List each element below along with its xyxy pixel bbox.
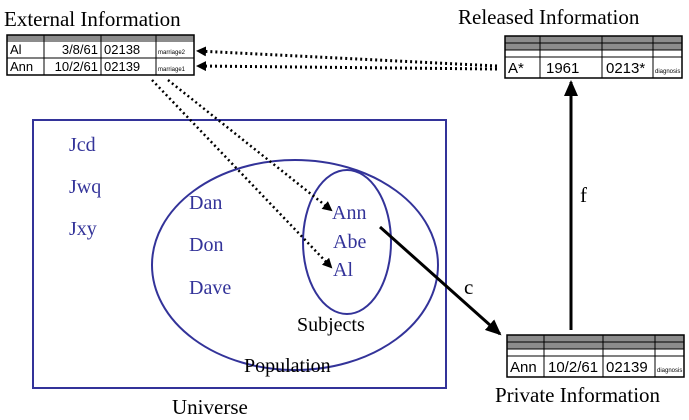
universe-name-jwq: Jwq <box>69 176 101 198</box>
private-cell: 10/2/61 <box>548 359 598 376</box>
arrow-c-label: c <box>464 275 473 299</box>
population-label: Population <box>244 355 331 377</box>
private-cell: Ann <box>510 359 537 376</box>
external-cell: Al <box>10 42 22 57</box>
released-info-title: Released Information <box>458 5 640 29</box>
universe-box <box>32 119 447 389</box>
released-table: A* 1961 0213* diagnosis <box>504 35 683 79</box>
external-cell: marriage2 <box>158 50 186 56</box>
private-table: Ann 10/2/61 02139 diagnosis <box>506 334 685 378</box>
released-cell: A* <box>508 60 524 77</box>
arrow-f-label: f <box>580 183 587 207</box>
subjects-ellipse <box>302 169 392 315</box>
released-cell: diagnosis <box>655 69 680 75</box>
universe-name-jxy: Jxy <box>69 218 97 240</box>
linkage-arrow-top <box>196 46 498 68</box>
universe-name-jcd: Jcd <box>69 134 96 156</box>
released-cell: 1961 <box>546 60 579 77</box>
external-cell: Ann <box>10 59 33 74</box>
external-cell: 02139 <box>104 59 140 74</box>
released-cell: 0213* <box>606 60 645 77</box>
external-table: Al 3/8/61 02138 marriage2 Ann 10/2/61 02… <box>6 34 195 76</box>
external-cell: marriage1 <box>158 67 186 73</box>
arrow-c <box>379 225 502 336</box>
private-cell: diagnosis <box>657 368 682 374</box>
population-name-dan: Dan <box>189 192 222 214</box>
external-cell: 3/8/61 <box>62 42 98 57</box>
population-name-dave: Dave <box>189 277 231 299</box>
subjects-label: Subjects <box>297 314 365 336</box>
universe-label: Universe <box>172 395 248 419</box>
private-cell: 02139 <box>606 359 648 376</box>
private-info-title: Private Information <box>495 383 661 407</box>
external-cell: 02138 <box>104 42 140 57</box>
linkage-arrow-bottom <box>196 61 498 72</box>
population-name-don: Don <box>189 234 223 256</box>
subject-name-ann: Ann <box>332 202 366 224</box>
subject-name-abe: Abe <box>333 231 366 253</box>
external-info-title: External Information <box>4 7 181 31</box>
population-ellipse <box>151 159 439 371</box>
match-arrow-al <box>151 79 333 269</box>
external-cell: 10/2/61 <box>55 59 98 74</box>
match-arrow-ann <box>167 79 333 212</box>
subject-name-al: Al <box>333 259 353 281</box>
